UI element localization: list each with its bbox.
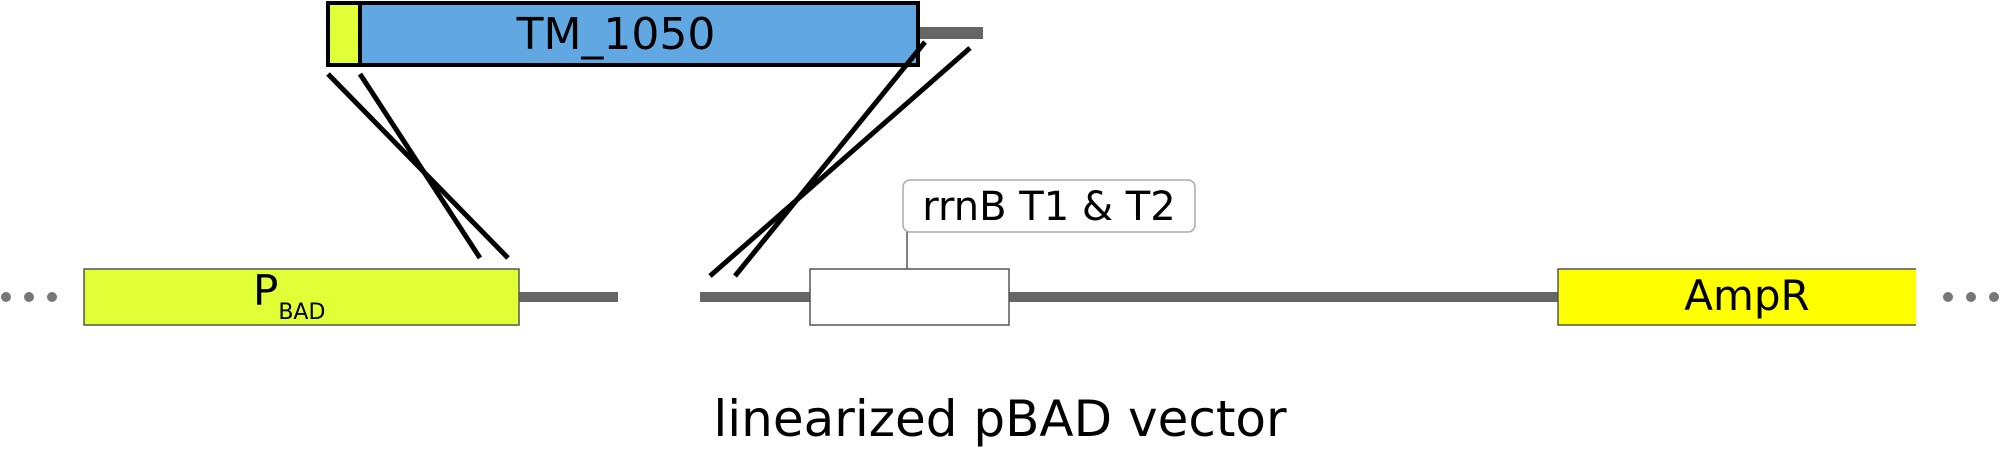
left-homology-line xyxy=(357,72,483,260)
terminator-label: rrnB T1 & T2 xyxy=(922,184,1175,230)
terminator-callout-box xyxy=(902,179,1196,233)
ellipsis-dot xyxy=(1966,292,1976,302)
ellipsis-dot xyxy=(24,292,34,302)
insert-label: TM_1050 xyxy=(516,9,716,60)
pbad-box xyxy=(83,268,520,326)
pbad-label: PBAD xyxy=(253,266,325,325)
right-ellipsis xyxy=(1943,292,1999,302)
insert-tail-line xyxy=(918,27,983,39)
insert-body-box xyxy=(358,1,920,67)
vector-backbone xyxy=(518,292,1560,302)
ellipsis-dot xyxy=(47,292,57,302)
ampr-outline xyxy=(1557,268,1916,326)
terminator-box xyxy=(809,268,1010,326)
left-ellipsis xyxy=(1,292,57,302)
pbad-label-sub: BAD xyxy=(278,300,325,325)
right-homology-line xyxy=(733,40,927,278)
right-homology-line xyxy=(708,46,972,278)
insert-gene: TM_1050 xyxy=(326,1,983,67)
vector-caption: linearized pBAD vector xyxy=(713,390,1287,448)
insert-tag-box xyxy=(326,1,362,67)
homology-arm-lines xyxy=(326,40,972,278)
ellipsis-dot xyxy=(1,292,11,302)
pbad-label-main: P xyxy=(253,266,278,315)
ampr-gene: AmpR xyxy=(1557,268,1916,326)
ellipsis-dot xyxy=(1943,292,1953,302)
pbad-promoter: PBAD xyxy=(83,266,520,326)
rrnb-terminator: rrnB T1 & T2 xyxy=(809,179,1196,326)
backbone-segment xyxy=(518,292,618,302)
backbone-segment xyxy=(1008,292,1560,302)
ampr-fill xyxy=(1558,269,1916,325)
ampr-label: AmpR xyxy=(1684,271,1810,320)
ellipsis-dot xyxy=(1989,292,1999,302)
